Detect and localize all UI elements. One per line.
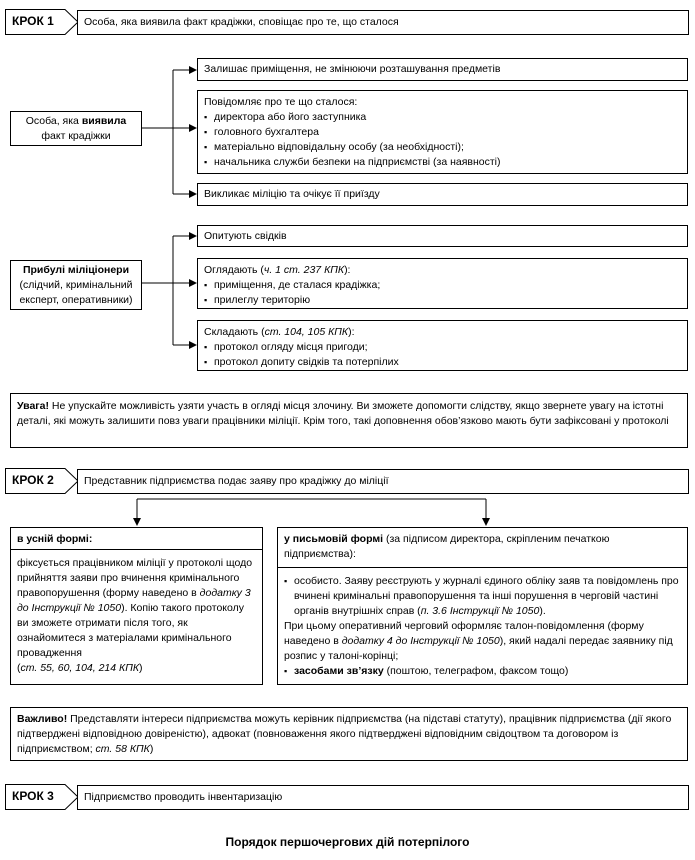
inspect-list: приміщення, де сталася крадіжка; прилегл… bbox=[204, 278, 681, 308]
oral-p2-ref: ст. 55, 60, 104, 214 КПК bbox=[20, 662, 140, 674]
call-text: Викликає міліцію та очікує її приїзду bbox=[204, 188, 380, 200]
finder-line1: Особа, яка виявила bbox=[11, 114, 141, 129]
written-title-rest: (за підписом директора, скріпленим печат… bbox=[284, 533, 610, 560]
step1-box: Особа, яка виявила факт крадіжки, сповіщ… bbox=[77, 10, 689, 35]
interview-text: Опитують свідків bbox=[204, 230, 287, 242]
notify-list: директора або його заступника головного … bbox=[204, 110, 681, 170]
notify-box: Повідомляє про те що сталося: директора … bbox=[197, 90, 688, 174]
written-item1-post: ). bbox=[539, 605, 546, 617]
oral-p1-post: ). Копію такого протоколу ви зможете отр… bbox=[17, 602, 244, 659]
written-title: у письмовій формі (за підписом директора… bbox=[278, 528, 687, 568]
written-body: особисто. Заяву реєструють у журналі єди… bbox=[278, 568, 687, 681]
call-box: Викликає міліцію та очікує її приїзду bbox=[197, 183, 688, 206]
notify-item: директора або його заступника bbox=[204, 110, 681, 125]
inspect-box: Оглядають (ч. 1 ст. 237 КПК): приміщення… bbox=[197, 258, 688, 309]
interview-box: Опитують свідків bbox=[197, 225, 688, 247]
attention-text: Не упускайте можливість узяти участь в о… bbox=[17, 400, 669, 427]
police-box: Прибулі міліціонери (слідчий, кримінальн… bbox=[10, 260, 142, 310]
finder-line1-bold: виявила bbox=[81, 115, 127, 127]
step3-box: Підприємство проводить інвентаризацію bbox=[77, 785, 689, 810]
important-ref: ст. 58 КПК bbox=[95, 743, 150, 755]
step2-text: Представник підприємства подає заяву про… bbox=[84, 475, 389, 487]
compile-title: Складають (ст. 104, 105 КПК): bbox=[204, 325, 681, 340]
step2-label: КРОК 2 bbox=[12, 473, 54, 487]
written-item1-ref: п. 3.6 Інструкції № 1050 bbox=[420, 605, 540, 617]
compile-title-pre: Складають ( bbox=[204, 326, 265, 338]
inspect-item: приміщення, де сталася крадіжка; bbox=[204, 278, 681, 293]
written-item1-p2-post: ), який надалі передає заявнику під розп… bbox=[284, 635, 673, 662]
notify-item: матеріально відповідальну особу (за необ… bbox=[204, 140, 681, 155]
step2-connectors bbox=[133, 498, 490, 526]
attention-bold: Увага! bbox=[17, 400, 49, 412]
step2-box: Представник підприємства подає заяву про… bbox=[77, 469, 689, 494]
oral-box: в усній формі: фіксується працівником мі… bbox=[10, 527, 263, 685]
oral-p1-ref: додатку 3 до Інструкції № 1050 bbox=[17, 587, 251, 614]
notify-item: головного бухгалтера bbox=[204, 125, 681, 140]
step3-label: КРОК 3 bbox=[12, 789, 54, 803]
oral-p2: (ст. 55, 60, 104, 214 КПК) bbox=[17, 661, 256, 676]
written-item2-bold: засобами зв’язку bbox=[294, 665, 384, 677]
written-title-bold: у письмовій формі bbox=[284, 533, 384, 545]
finder-box: Особа, яка виявила факт крадіжки bbox=[10, 111, 142, 146]
oral-p1-pre: фіксується працівником міліції у протоко… bbox=[17, 557, 253, 599]
compile-list: протокол огляду місця пригоди; протокол … bbox=[204, 340, 681, 370]
important-box: Важливо! Представляти інтереси підприємс… bbox=[10, 707, 688, 761]
inspect-item: прилеглу територію bbox=[204, 293, 681, 308]
oral-body: фіксується працівником міліції у протоко… bbox=[11, 550, 262, 678]
written-item1-p2-pre: При цьому оперативний черговий оформляє … bbox=[284, 620, 644, 647]
compile-item: протокол допиту свідків та потерпілих bbox=[204, 355, 681, 370]
step3-text: Підприємство проводить інвентаризацію bbox=[84, 791, 283, 803]
important-text-pre: Представляти інтереси підприємства можут… bbox=[17, 713, 672, 755]
notify-item: начальника служби безпеки на підприємств… bbox=[204, 155, 681, 170]
inspect-title: Оглядають (ч. 1 ст. 237 КПК): bbox=[204, 263, 681, 278]
important-bold: Важливо! bbox=[17, 713, 68, 725]
written-box: у письмовій формі (за підписом директора… bbox=[277, 527, 688, 685]
written-item1-pre: особисто. Заяву реєструють у журналі єди… bbox=[294, 575, 679, 617]
step1-label: КРОК 1 bbox=[12, 14, 54, 28]
finder-line1-text: Особа, яка bbox=[25, 115, 82, 127]
step1-text: Особа, яка виявила факт крадіжки, сповіщ… bbox=[84, 16, 399, 28]
written-list: особисто. Заяву реєструють у журналі єди… bbox=[284, 574, 681, 679]
inspect-title-post: ): bbox=[344, 264, 351, 276]
important-text-post: ) bbox=[149, 743, 154, 755]
finder-connectors bbox=[142, 66, 197, 198]
written-item-comm: засобами зв’язку (поштою, телеграфом, фа… bbox=[284, 664, 681, 679]
oral-p2-pre: ( bbox=[17, 662, 21, 674]
police-subtitle: (слідчий, кримінальний експерт, оператив… bbox=[19, 279, 133, 306]
compile-item: протокол огляду місця пригоди; bbox=[204, 340, 681, 355]
notify-title: Повідомляє про те що сталося: bbox=[204, 96, 358, 108]
compile-title-post: ): bbox=[348, 326, 355, 338]
leave-text: Залишає приміщення, не змінюючи розташув… bbox=[204, 63, 501, 75]
leave-box: Залишає приміщення, не змінюючи розташув… bbox=[197, 58, 688, 81]
oral-p2-post: ) bbox=[139, 662, 143, 674]
oral-title: в усній формі: bbox=[11, 528, 262, 550]
step3-tag: КРОК 3 bbox=[5, 784, 79, 810]
written-item1-p2: При цьому оперативний черговий оформляє … bbox=[284, 619, 681, 664]
inspect-title-pre: Оглядають ( bbox=[204, 264, 264, 276]
police-title: Прибулі міліціонери bbox=[22, 264, 130, 276]
written-item2-rest: (поштою, телеграфом, факсом тощо) bbox=[383, 665, 569, 677]
police-connectors bbox=[142, 232, 197, 349]
attention-box: Увага! Не упускайте можливість узяти уча… bbox=[10, 393, 688, 448]
compile-ref: ст. 104, 105 КПК bbox=[264, 326, 349, 338]
step2-tag: КРОК 2 bbox=[5, 468, 79, 494]
compile-box: Складають (ст. 104, 105 КПК): протокол о… bbox=[197, 320, 688, 371]
diagram-caption: Порядок першочергових дій потерпілого bbox=[225, 835, 470, 849]
written-item1-p2-ref: додатку 4 до Інструкції № 1050 bbox=[341, 635, 500, 647]
inspect-ref: ч. 1 ст. 237 КПК bbox=[263, 264, 345, 276]
finder-line2: факт крадіжки bbox=[41, 130, 111, 142]
written-item-personal: особисто. Заяву реєструють у журналі єди… bbox=[284, 574, 681, 664]
step1-tag: КРОК 1 bbox=[5, 9, 79, 35]
